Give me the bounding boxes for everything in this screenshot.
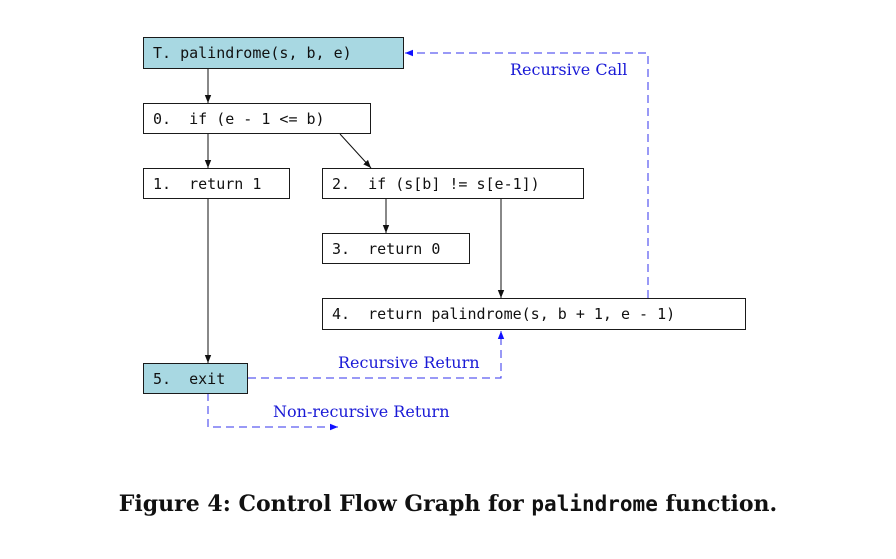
edge-nonrecursive-return — [207, 393, 338, 431]
node-5-exit: 5. exit — [143, 363, 248, 394]
node-1-return-1: 1. return 1 — [143, 168, 290, 199]
edge-recursive-return — [248, 331, 505, 379]
node-2-condition: 2. if (s[b] != s[e-1]) — [322, 168, 584, 199]
label-recursive-call: Recursive Call — [510, 60, 628, 79]
node-t-entry: T. palindrome(s, b, e) — [143, 37, 404, 69]
node-3-return-0: 3. return 0 — [322, 233, 470, 264]
caption-suffix: function. — [657, 491, 778, 517]
node-0-condition: 0. if (e - 1 <= b) — [143, 103, 371, 134]
caption-prefix: Figure 4: Control Flow Graph for — [118, 491, 532, 517]
edge-recursive-call — [405, 49, 649, 298]
edge-0-to-2 — [339, 133, 372, 169]
caption-function-name: palindrome — [531, 492, 658, 516]
node-4-recursive-return: 4. return palindrome(s, b + 1, e - 1) — [322, 298, 746, 330]
label-nonrecursive-return: Non-recursive Return — [273, 402, 450, 421]
figure-caption: Figure 4: Control Flow Graph for palindr… — [0, 491, 896, 517]
label-recursive-return: Recursive Return — [338, 353, 480, 372]
